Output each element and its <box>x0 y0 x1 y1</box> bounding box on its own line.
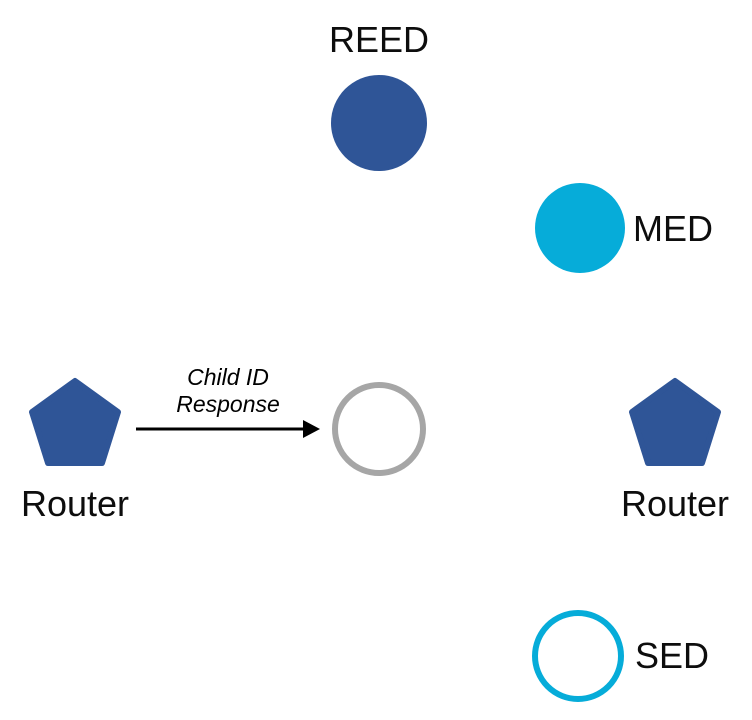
node-med[interactable]: MED <box>535 183 713 273</box>
router-pentagon-icon[interactable] <box>29 378 121 466</box>
unassigned-circle-icon[interactable] <box>332 382 426 476</box>
edge-child-id-response: Child ID Response <box>136 364 320 438</box>
node-unassigned-center[interactable] <box>332 382 426 476</box>
node-label-router-left: Router <box>21 483 129 524</box>
edge-label-line-1: Child ID <box>187 364 269 390</box>
node-label-med: MED <box>633 208 713 249</box>
node-router-right[interactable]: Router <box>621 378 729 524</box>
edge-label-line-2: Response <box>176 391 280 417</box>
node-router-left[interactable]: Router <box>21 378 129 524</box>
router-pentagon-icon[interactable] <box>629 378 721 466</box>
reed-circle-icon[interactable] <box>331 75 427 171</box>
node-label-sed: SED <box>635 635 709 676</box>
sed-circle-icon[interactable] <box>532 610 624 702</box>
med-circle-icon[interactable] <box>535 183 625 273</box>
node-label-router-right: Router <box>621 483 729 524</box>
node-label-reed: REED <box>329 19 429 60</box>
arrowhead-icon <box>303 420 320 438</box>
node-reed[interactable]: REED <box>329 19 429 171</box>
node-sed[interactable]: SED <box>532 610 709 702</box>
